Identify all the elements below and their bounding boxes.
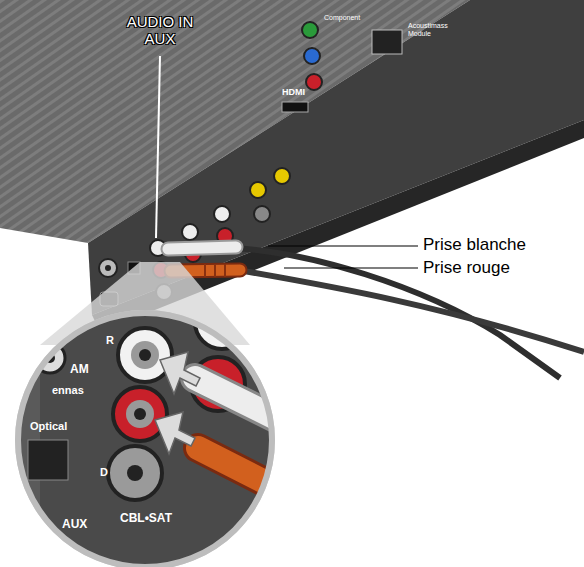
jack-hole — [134, 408, 146, 420]
leader-line — [268, 245, 418, 246]
jack-inner — [131, 341, 159, 369]
inset-panel — [10, 300, 290, 567]
leader-line — [156, 56, 160, 238]
yellow-jack — [250, 182, 266, 198]
inset-border — [18, 313, 272, 567]
inset-content — [10, 295, 300, 567]
leader-line — [284, 267, 418, 268]
gray-jack — [108, 446, 162, 500]
red-jack — [306, 74, 322, 90]
jack-hole — [127, 465, 143, 481]
cable — [232, 248, 560, 378]
panel-label: Optical — [30, 420, 90, 432]
plug-band — [204, 264, 206, 277]
inset-panel-edge — [10, 300, 40, 567]
callout-label: Prise blanche — [423, 236, 573, 255]
antenna-jack — [99, 259, 117, 277]
blue-jack — [304, 48, 320, 64]
svideo-jack — [254, 206, 270, 222]
jack-inner — [126, 400, 154, 428]
red-plug — [198, 448, 300, 500]
jack-hole — [139, 349, 151, 361]
jack-hole — [214, 314, 230, 330]
plug-band — [214, 264, 216, 277]
white-jack — [182, 224, 198, 240]
white-plug — [168, 247, 236, 249]
port-label: AUDIO IN AUX — [118, 14, 202, 47]
panel-label: CBL•SAT — [120, 512, 210, 525]
panel-label: AM — [70, 363, 100, 376]
white-jack — [214, 206, 230, 222]
insert-arrow — [155, 412, 195, 454]
callout-label: Prise rouge — [423, 259, 573, 278]
panel-label: Acoustimass Module — [408, 22, 468, 37]
jack-hole — [105, 265, 111, 271]
panel-label: D — [100, 466, 114, 478]
cable — [238, 270, 584, 352]
white-plug — [195, 378, 300, 430]
white-plug — [195, 378, 300, 430]
plug-band — [224, 264, 226, 277]
yellow-jack — [274, 168, 290, 184]
panel-label: Component — [324, 14, 384, 22]
acoustimass-port — [372, 30, 402, 54]
panel-label: R — [106, 334, 120, 346]
panel-label: ennas — [52, 384, 102, 396]
insert-arrow — [160, 352, 200, 394]
green-jack — [302, 22, 318, 38]
white-plug — [168, 247, 236, 249]
panel-label: AUX — [62, 518, 102, 531]
hdmi-port — [282, 102, 308, 112]
optical-port — [28, 440, 68, 480]
white-jack — [118, 328, 172, 382]
red-plug — [198, 448, 300, 500]
panel-label: HDMI — [282, 88, 322, 98]
red-jack — [113, 387, 167, 441]
